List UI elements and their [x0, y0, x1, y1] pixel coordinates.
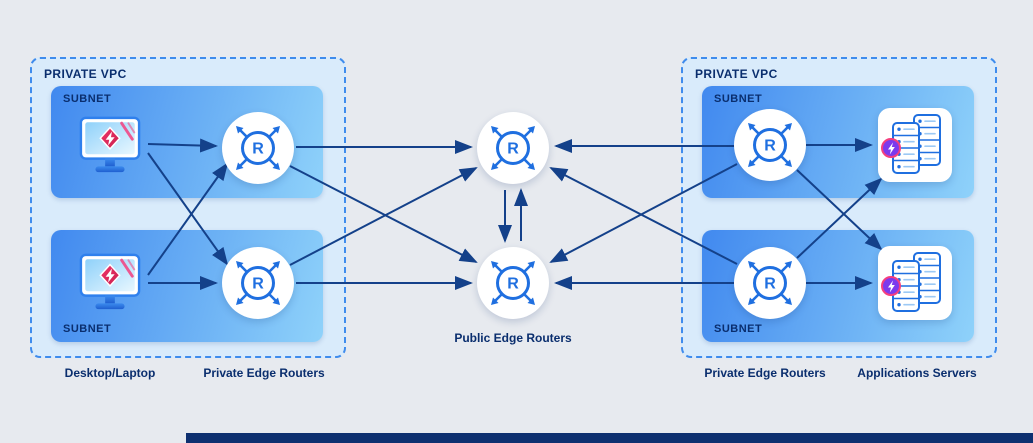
private-edge-router-left-bottom — [222, 247, 294, 319]
router-icon — [234, 259, 282, 307]
subnet-label: SUBNET — [714, 323, 763, 335]
caption-public-edge-routers: Public Edge Routers — [454, 331, 572, 345]
subnet-label: SUBNET — [63, 93, 112, 105]
subnet-label: SUBNET — [714, 93, 763, 105]
router-icon — [489, 124, 537, 172]
private-edge-router-right-top — [734, 109, 806, 181]
vpc-label: PRIVATE VPC — [695, 67, 778, 81]
server-stack-icon — [878, 246, 952, 320]
application-server-bottom — [878, 246, 952, 320]
footer-bar — [186, 433, 1033, 443]
caption-applications-servers: Applications Servers — [857, 366, 977, 380]
server-stack-icon — [878, 108, 952, 182]
router-icon — [234, 124, 282, 172]
caption-private-edge-routers-right: Private Edge Routers — [704, 366, 826, 380]
public-edge-router-top — [477, 112, 549, 184]
vpc-label: PRIVATE VPC — [44, 67, 127, 81]
desktop-monitor-icon — [79, 116, 141, 174]
desktop-node-top — [72, 114, 148, 178]
caption-private-edge-routers-left: Private Edge Routers — [203, 366, 325, 380]
caption-desktop-laptop: Desktop/Laptop — [64, 366, 156, 380]
subnet-label: SUBNET — [63, 323, 112, 335]
router-icon — [746, 121, 794, 169]
application-server-top — [878, 108, 952, 182]
desktop-node-bottom — [72, 251, 148, 315]
router-icon — [746, 259, 794, 307]
router-icon — [489, 259, 537, 307]
private-edge-router-right-bottom — [734, 247, 806, 319]
public-edge-router-bottom — [477, 247, 549, 319]
private-edge-router-left-top — [222, 112, 294, 184]
desktop-monitor-icon — [79, 253, 141, 311]
